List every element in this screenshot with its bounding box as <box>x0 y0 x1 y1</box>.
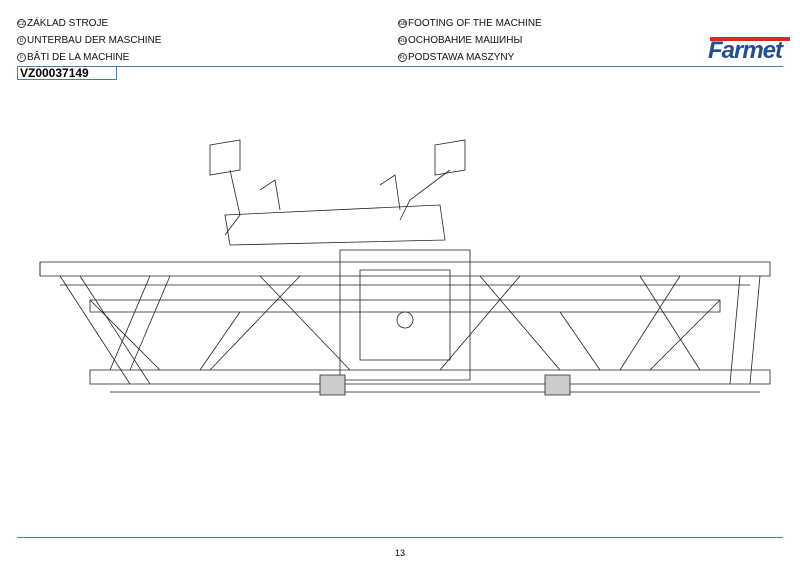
lang-badge-d: D <box>17 36 26 45</box>
title-text: ZÁKLAD STROJE <box>27 18 109 29</box>
title-text: UNTERBAU DER MASCHINE <box>27 35 162 46</box>
center-section <box>319 249 571 396</box>
title-text: ОСНОВАНИЕ МАШИНЫ <box>408 35 523 46</box>
title-text: FOOTING OF THE MACHINE <box>408 18 542 29</box>
lang-badge-pl: PL <box>398 53 407 62</box>
main-rails <box>39 261 771 393</box>
farmet-logo: Farmet <box>707 37 790 65</box>
hitch-assembly <box>209 139 466 246</box>
frame-braces <box>59 275 761 385</box>
title-text: BÂTI DE LA MACHINE <box>27 52 130 63</box>
lang-badge-ru: RU <box>398 36 407 45</box>
lang-badge-gb: GB <box>398 19 407 28</box>
part-code: VZ00037149 <box>17 66 117 80</box>
lang-badge-cz: CZ <box>17 19 26 28</box>
page-number: 13 <box>394 548 405 558</box>
footer-rule <box>17 537 783 538</box>
title-text: PODSTAWA MASZYNY <box>408 52 515 63</box>
header-rule <box>17 66 783 67</box>
logo-text: Farmet <box>707 37 783 64</box>
lang-badge-f: F <box>17 53 26 62</box>
